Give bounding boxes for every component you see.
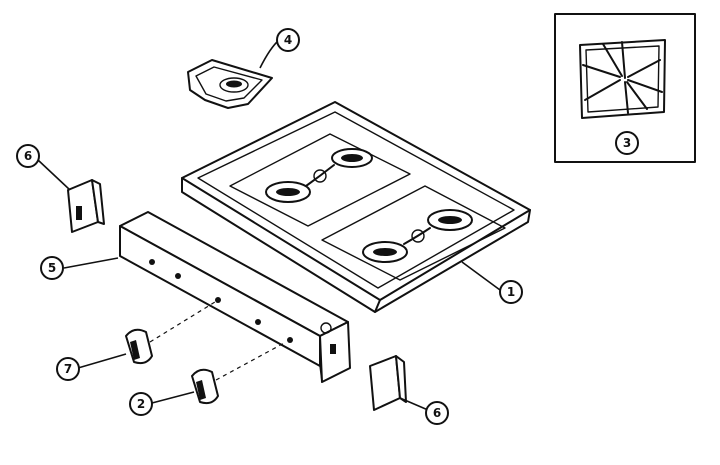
cooktop-inner-rim — [197, 111, 515, 289]
callout-6-right-label: 6 — [433, 406, 441, 420]
panel-knob-hole-3 — [215, 297, 221, 303]
callout-7-leader — [77, 353, 127, 369]
callout-1-leader — [461, 261, 501, 291]
grate-spokes — [582, 41, 663, 114]
panel-bracket-slot — [330, 344, 336, 354]
bracket-part-6-right: 6 — [369, 355, 449, 425]
cooktop-side-edge — [374, 209, 531, 313]
rear-left-burner-port — [276, 188, 300, 196]
knob-7-alignment-line — [149, 301, 216, 343]
callout-5-label: 5 — [48, 261, 56, 275]
knob-2-grip — [196, 380, 206, 400]
block-front — [369, 355, 401, 411]
knob-part-2: 2 — [129, 341, 287, 416]
callout-6-right-leader — [399, 397, 429, 411]
knob-7-grip — [130, 340, 140, 360]
grate-outer-rim — [579, 39, 666, 119]
callout-5-leader — [63, 257, 119, 269]
bowl-inner-edge — [195, 66, 263, 102]
cooktop-part-1: 1 — [181, 101, 531, 313]
callout-4-circle — [276, 28, 300, 52]
callout-7-label: 7 — [64, 362, 72, 376]
front-right-burner — [427, 209, 473, 231]
rear-burner-valve — [313, 169, 327, 183]
callout-1-label: 1 — [507, 285, 515, 299]
bracket-slot — [76, 206, 82, 220]
grate-part-3: 3 — [554, 13, 696, 163]
knob-2-alignment-line — [215, 341, 287, 381]
callout-6-right-circle — [425, 401, 449, 425]
panel-knob-hole-1 — [149, 259, 155, 265]
burner-bowl-part-4: 4 — [187, 28, 300, 109]
front-left-burner-port — [373, 248, 397, 256]
callout-5-circle — [40, 256, 64, 280]
bowl-hole — [219, 77, 249, 93]
callout-1-circle — [499, 280, 523, 304]
panel-knob-hole-4 — [255, 319, 261, 325]
rear-left-burner — [265, 181, 311, 203]
knob-2-body — [191, 368, 219, 405]
panel-knob-hole-2 — [175, 273, 181, 279]
rear-burner-recess — [229, 133, 411, 227]
knob-part-7: 7 — [56, 301, 216, 381]
front-left-burner — [362, 241, 408, 263]
panel-end-edge — [319, 365, 323, 383]
callout-3-label: 3 — [623, 136, 631, 150]
callout-2-circle — [129, 392, 153, 416]
callout-7-circle — [56, 357, 80, 381]
panel-knob-hole-5 — [287, 337, 293, 343]
bracket-side — [91, 179, 105, 225]
bowl-hole-shade — [226, 80, 242, 88]
block-side — [395, 355, 407, 403]
bracket-part-6-left: 6 — [16, 144, 105, 233]
grate-inner-rim — [585, 45, 660, 113]
rear-burner-tube — [305, 164, 335, 187]
front-burner-tube — [403, 227, 431, 245]
knob-7-body — [125, 328, 153, 365]
cooktop-front-edge — [181, 177, 381, 313]
front-right-burner-port — [438, 216, 462, 224]
front-burner-valve — [411, 229, 425, 243]
callout-6-left-leader — [37, 159, 71, 191]
rear-right-burner — [331, 148, 373, 168]
callout-3-circle — [615, 131, 639, 155]
callout-2-leader — [151, 391, 195, 404]
rear-right-burner-port — [341, 154, 363, 162]
callout-4-leader — [259, 39, 280, 69]
panel-screw — [320, 322, 332, 334]
callout-4-label: 4 — [284, 33, 292, 47]
grate-frame — [554, 13, 696, 163]
control-panel-part-5: 5 — [40, 211, 351, 383]
callout-6-left-label: 6 — [24, 149, 32, 163]
callout-2-label: 2 — [137, 397, 145, 411]
front-burner-recess — [321, 185, 506, 281]
callout-6-left-circle — [16, 144, 40, 168]
